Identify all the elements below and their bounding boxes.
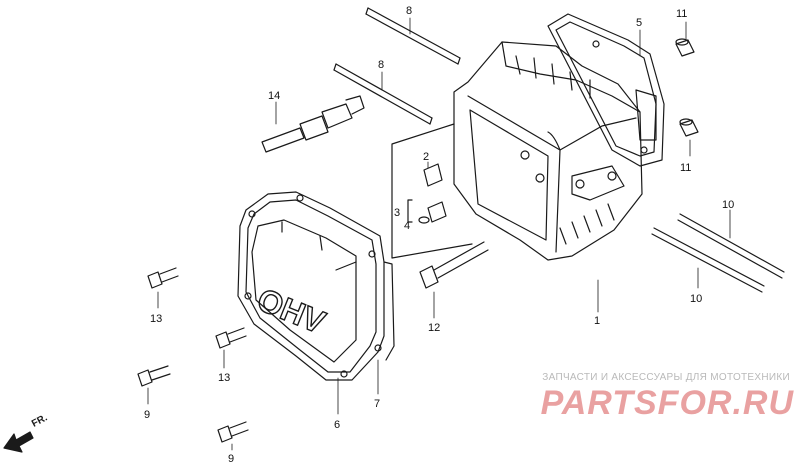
washer bbox=[418, 216, 430, 224]
callout-12: 12 bbox=[428, 322, 440, 334]
spark-plug bbox=[261, 95, 365, 153]
leader-lines bbox=[147, 17, 731, 451]
callout-10-upper: 10 bbox=[722, 199, 734, 211]
callout-5: 5 bbox=[636, 17, 642, 29]
callout-2: 2 bbox=[423, 151, 429, 163]
front-arrow bbox=[3, 431, 34, 453]
callout-13-upper: 13 bbox=[150, 313, 162, 325]
callout-11-upper: 11 bbox=[676, 8, 687, 20]
callout-7: 7 bbox=[374, 398, 380, 410]
bolt-13-upper bbox=[147, 267, 179, 289]
callout-13-lower: 13 bbox=[218, 372, 230, 384]
callout-14: 14 bbox=[268, 90, 280, 102]
callout-9-upper: 9 bbox=[144, 409, 150, 421]
dowel-pin-lower bbox=[679, 118, 699, 137]
callout-9-lower: 9 bbox=[228, 453, 234, 465]
stud-lower bbox=[333, 63, 433, 125]
callout-6: 6 bbox=[334, 419, 340, 431]
valve-guide bbox=[423, 163, 443, 187]
callout-8-lower: 8 bbox=[378, 59, 384, 71]
callout-11-lower: 11 bbox=[680, 162, 691, 174]
valve-seal bbox=[427, 201, 447, 223]
watermark-brand: PARTSFOR.RU bbox=[540, 384, 794, 422]
head-cover bbox=[237, 191, 385, 381]
head-gasket bbox=[547, 13, 665, 167]
cover-gasket bbox=[383, 261, 395, 361]
watermark-subtitle: ЗАПЧАСТИ И АКСЕССУАРЫ ДЛЯ МОТОТЕХНИКИ bbox=[542, 372, 790, 383]
stud-side-lower bbox=[651, 227, 765, 293]
callout-3: 3 bbox=[394, 207, 400, 219]
callout-1: 1 bbox=[594, 315, 600, 327]
bolt-13-lower bbox=[215, 327, 247, 349]
stud-upper bbox=[365, 7, 461, 65]
bracket-group bbox=[391, 123, 473, 259]
dowel-pin-upper bbox=[675, 38, 695, 57]
cylinder-head bbox=[453, 41, 643, 261]
bolt-12 bbox=[419, 241, 489, 289]
callout-8-upper: 8 bbox=[406, 5, 412, 17]
bracket-3 bbox=[407, 199, 413, 223]
callout-4: 4 bbox=[404, 220, 410, 232]
stud-side-upper bbox=[677, 213, 785, 279]
bolt-9-lower bbox=[217, 421, 249, 443]
callout-10-lower: 10 bbox=[690, 293, 702, 305]
bolt-9-upper bbox=[137, 365, 171, 387]
